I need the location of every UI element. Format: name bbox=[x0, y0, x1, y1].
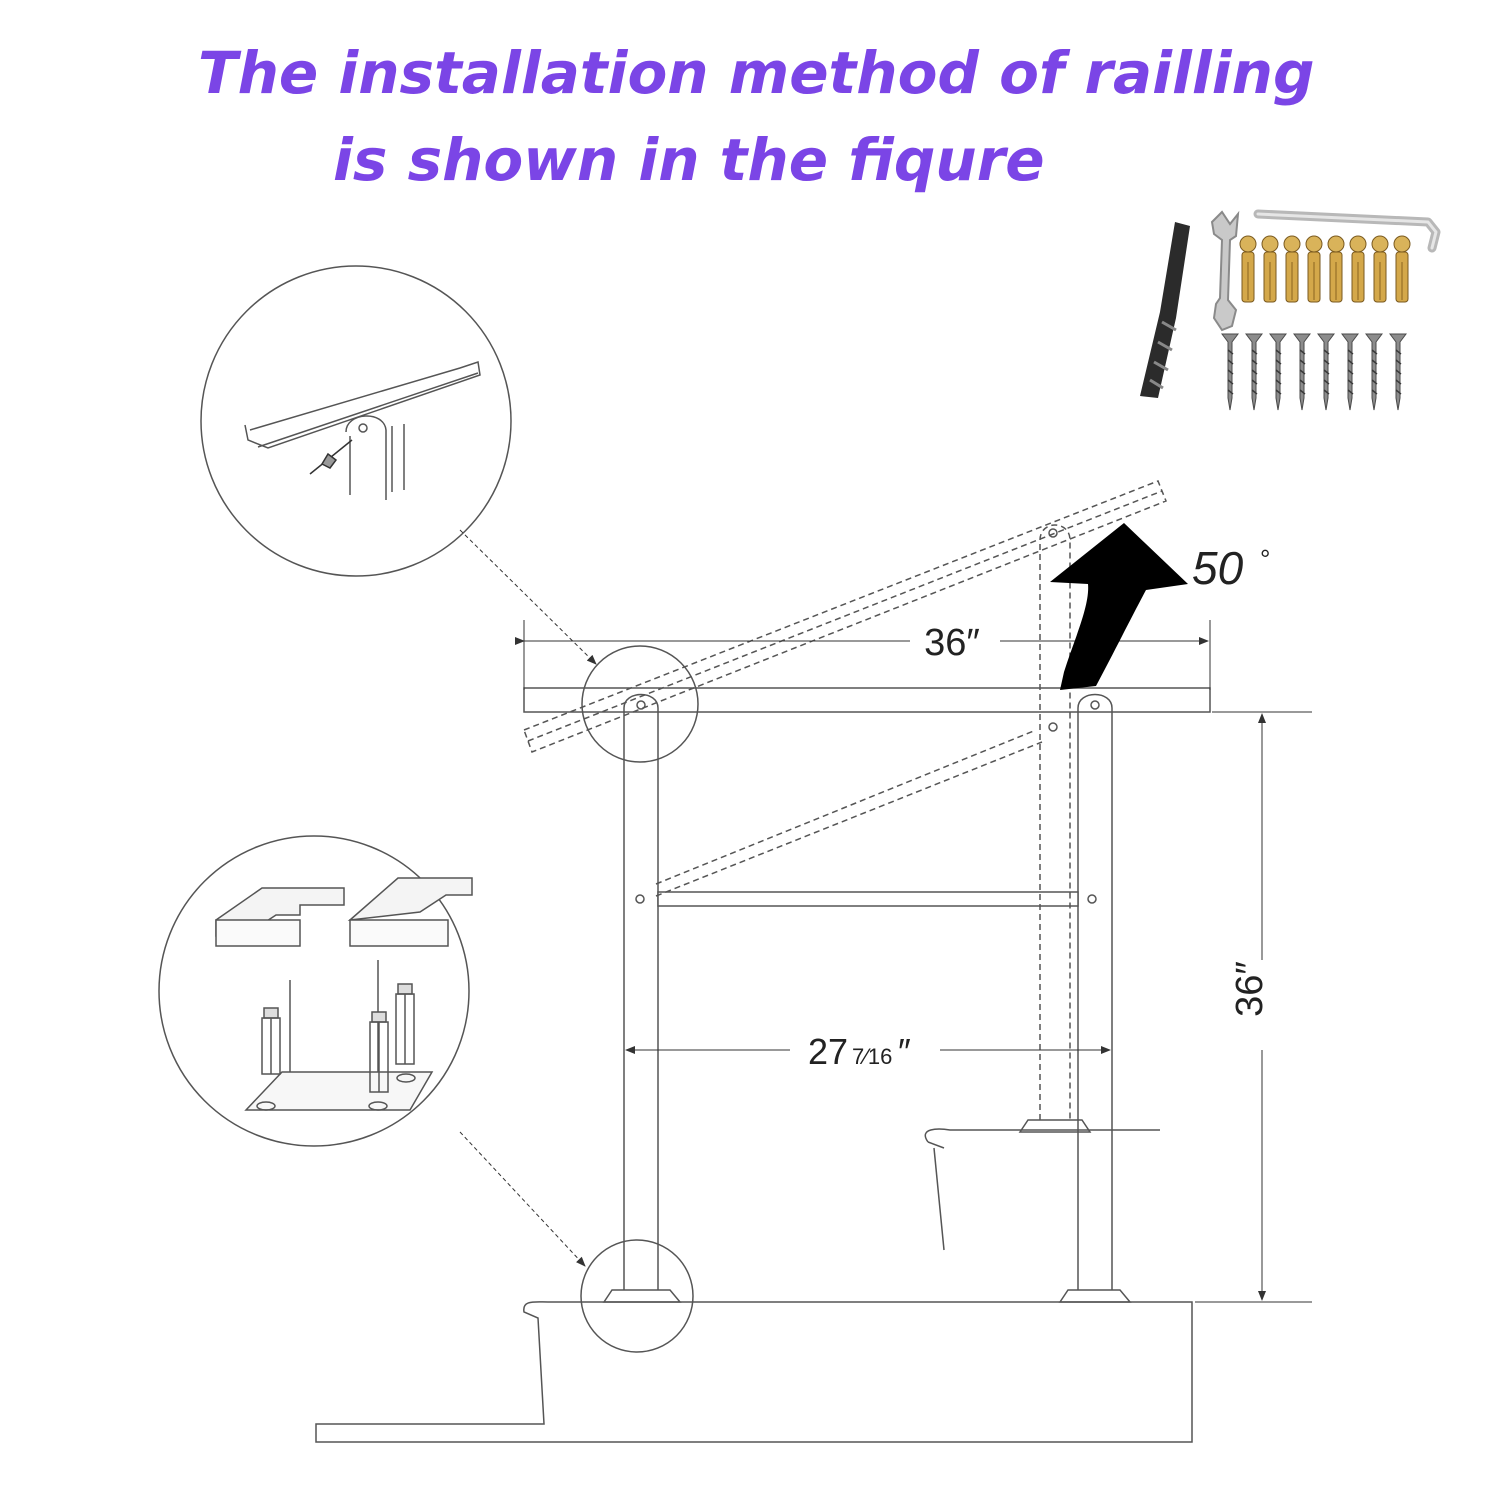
wrench-icon bbox=[1210, 210, 1240, 332]
height-label: 36″ bbox=[1229, 961, 1271, 1017]
anchor-bolt-icon bbox=[1349, 235, 1367, 303]
screw-icon bbox=[1221, 333, 1239, 411]
anchor-bolt-icon bbox=[395, 983, 415, 1065]
leader-lines bbox=[459, 529, 597, 1267]
drill-bit-icon bbox=[1140, 222, 1190, 398]
hardware-kit bbox=[1140, 209, 1441, 411]
detail-circle-base-flange bbox=[158, 835, 473, 1147]
anchor-bolt-icon bbox=[1327, 235, 1345, 303]
anchor-bolt-icon bbox=[1371, 235, 1389, 303]
angle-unit: ° bbox=[1260, 544, 1270, 574]
screw-icon bbox=[1269, 333, 1287, 411]
top-width-label: 36″ bbox=[924, 622, 980, 664]
post-spacing-unit: ″ bbox=[898, 1031, 911, 1072]
allen-key-icon bbox=[1253, 209, 1441, 253]
screw-icon bbox=[1341, 333, 1359, 411]
title-line-2: is shown in the fiqure bbox=[333, 126, 1045, 194]
screw-icon bbox=[1365, 333, 1383, 411]
anchor-bolt-icon bbox=[1283, 235, 1301, 303]
anchor-bolt-icon bbox=[261, 1007, 281, 1075]
rotation-arrow-icon bbox=[1050, 523, 1188, 690]
anchor-bolt-icon bbox=[1239, 235, 1257, 303]
screws bbox=[1221, 333, 1407, 411]
dimension-lines bbox=[515, 620, 1312, 1303]
anchor-bolts bbox=[1239, 235, 1411, 303]
angle-label: 50 bbox=[1192, 542, 1244, 594]
anchor-bolt-icon bbox=[369, 1011, 389, 1093]
anchor-bolt-icon bbox=[1393, 235, 1411, 303]
anchor-bolt-icon bbox=[1261, 235, 1279, 303]
screw-icon bbox=[1317, 333, 1335, 411]
railing-drawing bbox=[315, 480, 1211, 1443]
post-spacing-fraction: 7⁄16 bbox=[852, 1044, 892, 1069]
screw-icon bbox=[1293, 333, 1311, 411]
post-spacing-whole: 27 bbox=[808, 1031, 848, 1072]
anchor-bolt-icon bbox=[1305, 235, 1323, 303]
screw-icon bbox=[1389, 333, 1407, 411]
title-line-1: The installation method of railling bbox=[198, 39, 1315, 107]
screw-icon bbox=[1245, 333, 1263, 411]
detail-circle-rail-joint bbox=[200, 265, 512, 577]
